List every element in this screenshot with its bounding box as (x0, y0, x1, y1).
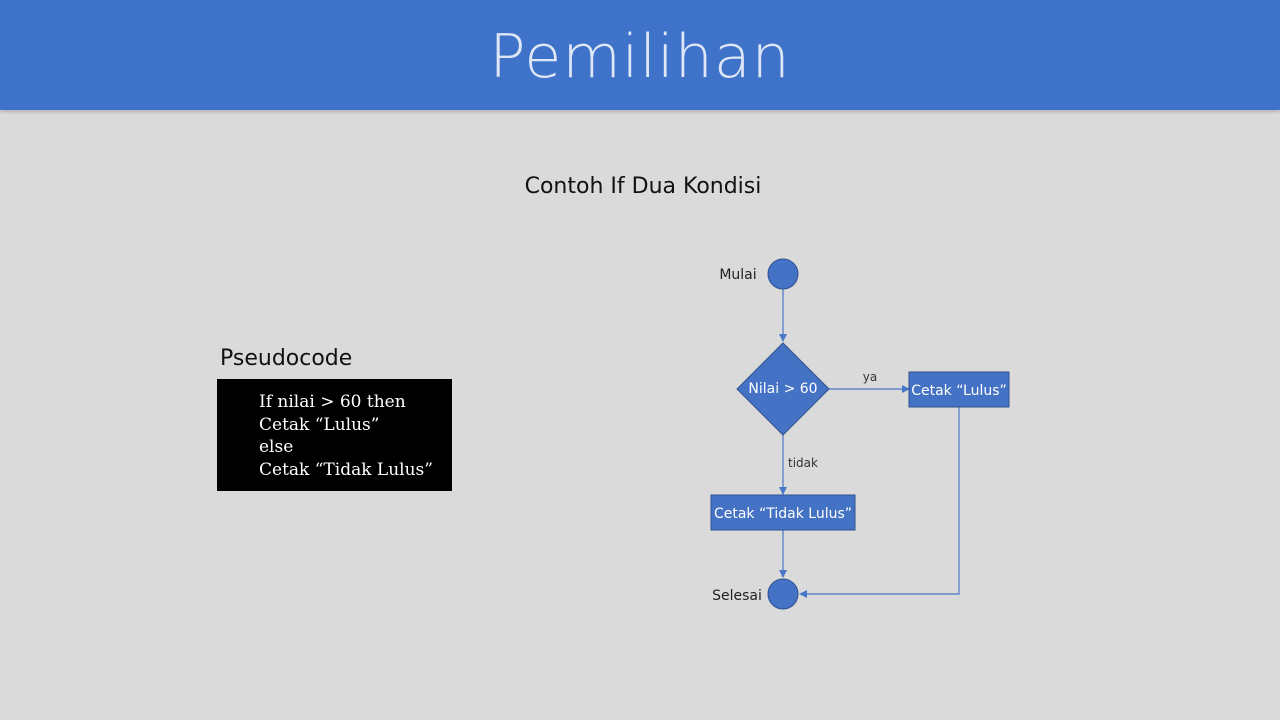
end-label: Selesai (712, 588, 762, 604)
end-terminal (767, 578, 799, 610)
pseudocode-line: If nilai > 60 then (259, 392, 406, 412)
connector-yes-end (799, 407, 960, 598)
pseudocode-line: Cetak “Lulus” (259, 414, 380, 435)
slide-header: Pemilihan (0, 0, 1280, 110)
pseudocode-label: Pseudocode (220, 346, 353, 371)
slide-title: Pemilihan (489, 22, 791, 92)
start-terminal (767, 258, 799, 290)
process-lulus-text: Cetak “Lulus” (911, 383, 1007, 399)
no-label: tidak (788, 456, 818, 470)
decision-text: Nilai > 60 (748, 381, 817, 397)
yes-label: ya (863, 370, 877, 384)
process-tidak-lulus (710, 494, 856, 531)
decision-diamond (736, 342, 830, 436)
process-lulus (908, 371, 1010, 408)
pseudocode-box: If nilai > 60 then Cetak “Lulus” else Ce… (217, 379, 452, 491)
pseudocode-line: else (259, 437, 294, 457)
process-tidak-lulus-text: Cetak “Tidak Lulus” (714, 506, 852, 522)
slide-subtitle: Contoh If Dua Kondisi (524, 174, 762, 199)
start-label: Mulai (719, 267, 756, 283)
pseudocode-line: Cetak “Tidak Lulus” (259, 459, 433, 480)
